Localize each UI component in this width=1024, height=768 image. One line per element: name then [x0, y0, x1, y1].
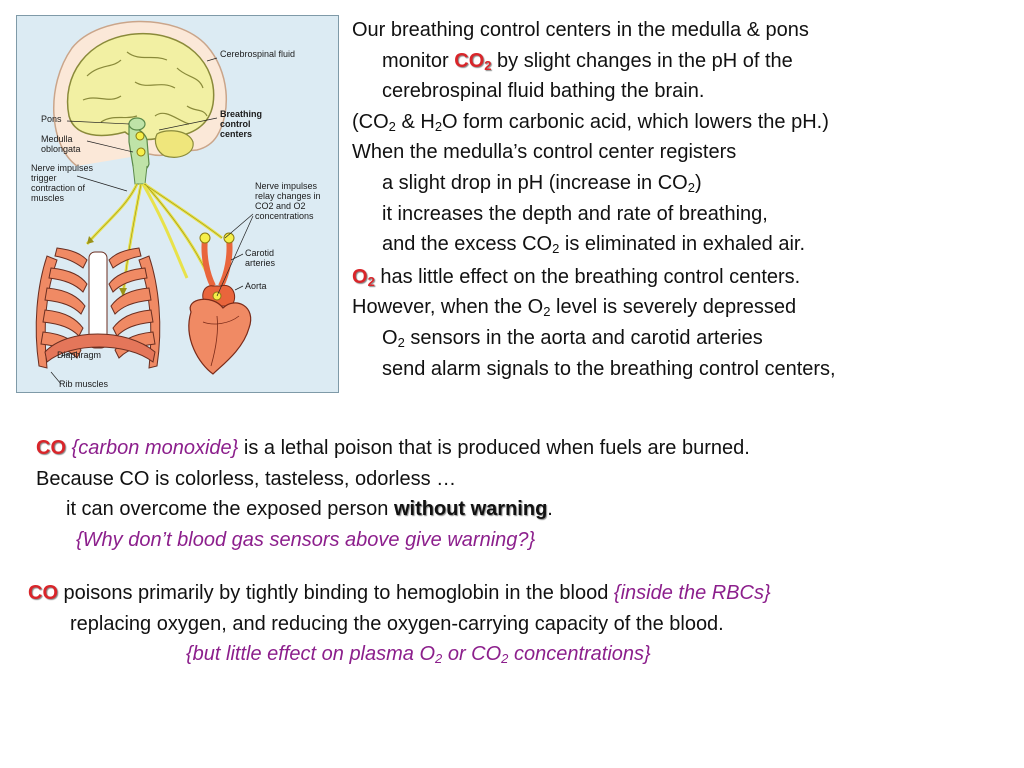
text-span: Our breathing control centers in the med…	[352, 19, 809, 41]
co-highlight: CO	[36, 437, 66, 459]
right-line-12: send alarm signals to the breathing cont…	[352, 354, 836, 385]
label-nerve-relay: Nerve impulses relay changes in CO2 and …	[255, 181, 321, 221]
text-span: is a lethal poison that is produced when…	[238, 437, 750, 459]
label-nerve-trigger: Nerve impulses trigger contraction of mu…	[31, 163, 94, 203]
text-span: send alarm signals to the breathing cont…	[382, 357, 836, 380]
right-text-block: Our breathing control centers in the med…	[352, 15, 836, 384]
mid-line-2: Because CO is colorless, tasteless, odor…	[36, 464, 750, 495]
right-line-3: cerebrospinal fluid bathing the brain.	[352, 76, 836, 107]
right-line-11: O2 sensors in the aorta and carotid arte…	[382, 326, 763, 350]
right-line-1: Our breathing control centers in the med…	[352, 15, 836, 46]
label-medulla: Medulla oblongata	[41, 134, 81, 154]
label-diaphragm: Diaphragm	[57, 350, 102, 360]
right-line-6: a slight drop in pH (increase in CO2)	[382, 171, 702, 195]
label-breathing-centers: Breathing control centers	[220, 109, 263, 139]
right-line-8: and the excess CO2 is eliminated in exha…	[382, 233, 806, 257]
rbc-note: {inside the RBCs}	[613, 582, 771, 604]
label-carotid: Carotid arteries	[245, 248, 276, 268]
right-line-10: However, when the O2 level is severely d…	[352, 296, 797, 320]
co-intro-block: CO {carbon monoxide} is a lethal poison …	[36, 433, 750, 555]
right-line-4: (CO2 & H2O form carbonic acid, which low…	[352, 110, 829, 134]
mid-line-1: CO {carbon monoxide} is a lethal poison …	[36, 433, 750, 464]
mid-line-3: it can overcome the exposed person witho…	[66, 498, 553, 521]
text-span: cerebrospinal fluid bathing the brain.	[382, 80, 705, 103]
bottom-line-3: {but little effect on plasma O2 or CO2 c…	[186, 643, 651, 667]
question-note: {Why don’t blood gas sensors above give …	[76, 528, 536, 551]
text-span: monitor	[382, 49, 455, 72]
label-aorta: Aorta	[245, 281, 267, 291]
label-rib-muscles: Rib muscles	[59, 379, 109, 389]
text-span: has little effect on the breathing contr…	[374, 265, 801, 288]
label-pons: Pons	[41, 114, 62, 124]
respiration-illustration	[35, 20, 254, 385]
bottom-line-1: CO poisons primarily by tightly binding …	[28, 578, 771, 609]
text-span: replacing oxygen, and reducing the oxyge…	[70, 612, 724, 635]
text-span: by slight changes in the pH of the	[491, 49, 793, 72]
co2-highlight: CO2	[454, 49, 492, 73]
respiration-diagram: Cerebrospinal fluid Breathing control ce…	[16, 15, 339, 393]
text-span: it increases the depth and rate of breat…	[382, 202, 768, 225]
o2-highlight: O2	[352, 265, 375, 289]
text-span: Because CO is colorless, tasteless, odor…	[36, 467, 457, 490]
right-line-7: it increases the depth and rate of breat…	[352, 199, 836, 230]
mid-line-4: {Why don’t blood gas sensors above give …	[36, 525, 750, 556]
text-span: poisons primarily by tightly binding to …	[58, 582, 614, 604]
co-highlight: CO	[28, 582, 58, 604]
right-line-5: When the medulla’s control center regist…	[352, 137, 836, 168]
text-span: When the medulla’s control center regist…	[352, 141, 737, 164]
without-warning-emphasis: without warning	[393, 498, 548, 521]
right-line-9: O2 has little effect on the breathing co…	[352, 262, 836, 293]
bottom-line-2: replacing oxygen, and reducing the oxyge…	[28, 609, 771, 640]
carbon-monoxide-note: {carbon monoxide}	[66, 437, 239, 459]
right-line-2: monitor CO2 by slight changes in the pH …	[352, 46, 836, 77]
co-hemoglobin-block: CO poisons primarily by tightly binding …	[28, 578, 771, 670]
label-csf: Cerebrospinal fluid	[220, 49, 296, 59]
